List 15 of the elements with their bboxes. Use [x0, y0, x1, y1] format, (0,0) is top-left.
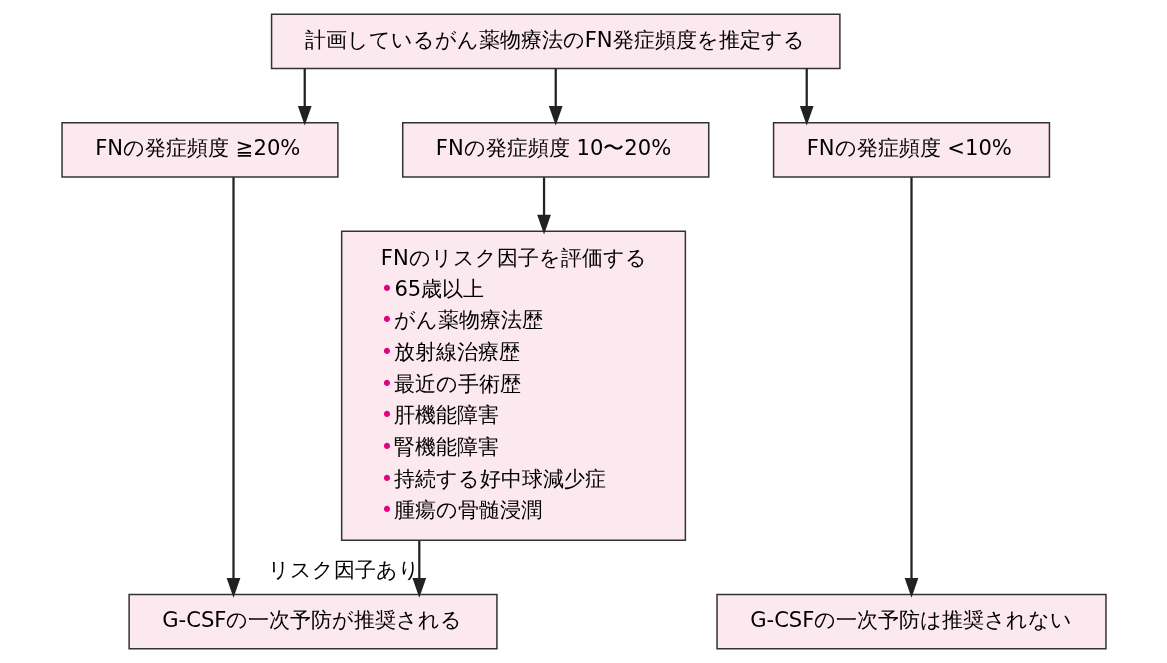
node-box: FNの発症頻度 10〜20%: [401, 121, 709, 178]
node-box: 計画しているがん薬物療法のFN発症頻度を推定する: [270, 13, 841, 70]
node-box: G-CSFの一次予防が推奨される: [127, 593, 498, 650]
node-box: FNの発症頻度 <10%: [772, 121, 1050, 178]
node-box: FNの発症頻度 ≧20%: [60, 121, 339, 178]
arrow: [297, 68, 312, 126]
arrow: [904, 177, 918, 598]
arrow: [411, 540, 426, 598]
edge-label: リスク因子あり: [267, 556, 420, 582]
arrow: [548, 68, 563, 126]
node-box: G-CSFの一次予防は推奨されない: [715, 593, 1107, 650]
node-box: FNのリスク因子を評価する •65歳以上 •がん薬物療法歴 •放射線治療歴 •最近の手術歴 •肝機能障害 •腎機能障害 •持続する好中球減少症 •腫瘍の骨髄浸潤: [340, 230, 686, 542]
arrow: [799, 68, 814, 126]
arrow: [226, 177, 240, 598]
arrow: [536, 177, 551, 235]
